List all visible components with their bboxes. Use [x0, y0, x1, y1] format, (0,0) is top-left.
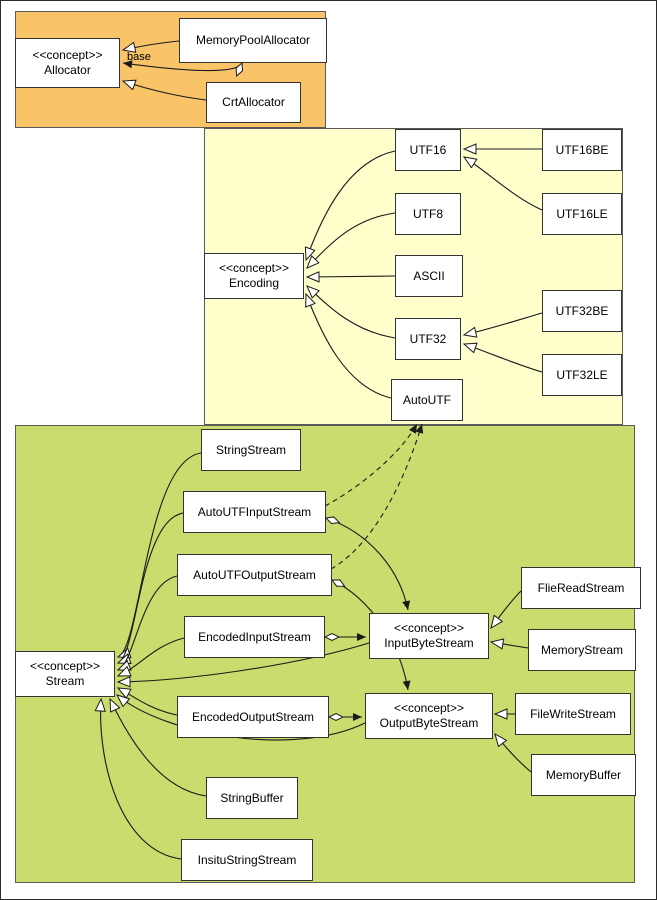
node-utf32le: UTF32LE [542, 354, 622, 396]
node-autoutf-label: AutoUTF [402, 392, 451, 407]
node-file-write-stream-label: FileWriteStream [530, 706, 616, 721]
node-input-byte-stream-label: InputByteStream [384, 636, 474, 650]
node-memory-pool-allocator: MemoryPoolAllocator [179, 18, 327, 63]
node-stream-concept: <<concept>> Stream [15, 651, 115, 697]
node-allocator-concept: <<concept>> Allocator [15, 38, 120, 88]
node-crt-allocator: CrtAllocator [206, 82, 301, 123]
node-insitu-string-stream: InsituStringStream [181, 839, 313, 881]
node-utf32le-label: UTF32LE [556, 367, 608, 382]
node-input-byte-stream-stereotype: <<concept>> [393, 621, 465, 635]
node-allocator-stereotype: <<concept>> [32, 48, 103, 62]
node-string-buffer-label: StringBuffer [220, 790, 284, 805]
node-encoded-output-stream: EncodedOutputStream [177, 696, 329, 738]
node-memory-pool-allocator-label: MemoryPoolAllocator [195, 33, 311, 47]
node-file-write-stream: FileWriteStream [515, 693, 631, 735]
node-ascii: ASCII [395, 255, 463, 297]
node-utf16le: UTF16LE [542, 193, 622, 235]
node-insitu-string-stream-label: InsituStringStream [197, 852, 297, 867]
node-utf8: UTF8 [395, 193, 461, 235]
node-autoutf-input-stream-label: AutoUTFInputStream [197, 504, 312, 519]
node-encoded-output-stream-label: EncodedOutputStream [191, 709, 315, 724]
node-encoding-concept: <<concept>> Encoding [204, 253, 304, 299]
node-utf32: UTF32 [395, 318, 461, 360]
node-utf8-label: UTF8 [413, 206, 443, 221]
node-utf16le-label: UTF16LE [556, 206, 608, 221]
node-memory-buffer: MemoryBuffer [531, 754, 636, 796]
node-output-byte-stream-concept: <<concept>> OutputByteStream [365, 693, 493, 739]
node-output-byte-stream-label: OutputByteStream [379, 716, 479, 730]
node-ascii-label: ASCII [413, 268, 445, 283]
node-crt-allocator-label: CrtAllocator [222, 95, 285, 109]
node-utf32be: UTF32BE [542, 290, 622, 332]
node-utf16-label: UTF16 [409, 142, 447, 157]
node-encoding-label: Encoding [228, 276, 280, 290]
node-utf32-label: UTF32 [409, 331, 447, 346]
node-stream-label: Stream [45, 674, 85, 688]
node-utf16: UTF16 [395, 129, 461, 171]
node-stream-stereotype: <<concept>> [29, 659, 101, 673]
node-flie-read-stream: FlieReadStream [521, 567, 641, 609]
node-memory-buffer-label: MemoryBuffer [545, 767, 622, 782]
node-utf16be-label: UTF16BE [555, 142, 609, 157]
node-output-byte-stream-stereotype: <<concept>> [393, 701, 465, 715]
node-autoutf: AutoUTF [391, 379, 463, 421]
node-utf16be: UTF16BE [542, 129, 622, 171]
node-string-buffer: StringBuffer [206, 777, 298, 819]
node-allocator-label: Allocator [44, 63, 91, 77]
node-input-byte-stream-concept: <<concept>> InputByteStream [369, 613, 489, 659]
node-flie-read-stream-label: FlieReadStream [537, 580, 625, 595]
node-memory-stream: MemoryStream [528, 629, 636, 671]
node-string-stream-label: StringStream [215, 442, 287, 457]
node-autoutf-output-stream-label: AutoUTFOutputStream [193, 567, 316, 582]
node-autoutf-input-stream: AutoUTFInputStream [183, 491, 326, 533]
node-autoutf-output-stream: AutoUTFOutputStream [177, 554, 332, 596]
node-memory-stream-label: MemoryStream [540, 642, 623, 657]
node-encoding-stereotype: <<concept>> [218, 261, 290, 275]
node-encoded-input-stream: EncodedInputStream [184, 616, 325, 658]
node-string-stream: StringStream [201, 429, 301, 471]
node-utf32be-label: UTF32BE [555, 303, 609, 318]
node-encoded-input-stream-label: EncodedInputStream [198, 629, 311, 644]
edge-label-base: base [127, 51, 151, 63]
